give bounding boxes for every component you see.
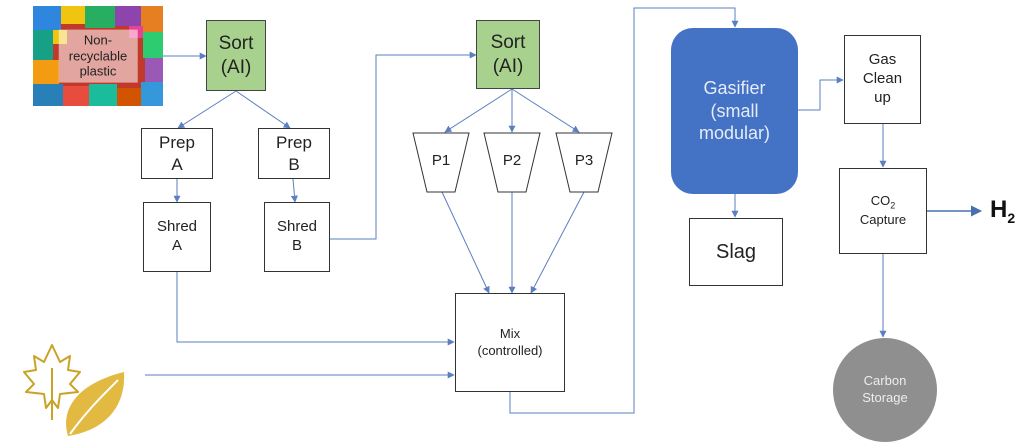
sort-ai-label-2: Sort (AI) (490, 31, 526, 77)
arrow-gasifier-to-cleanup (798, 76, 844, 111)
maple-leaf-icon (23, 344, 81, 420)
gas-cleanup-label: Gas Clean up (862, 51, 903, 106)
arrow-mix-to-gasifier (509, 7, 739, 414)
plastic-waste-image: Non- recyclable plastic (33, 6, 163, 106)
carbon-storage-node: Carbon Storage (833, 338, 937, 442)
hydrogen-output: H2 (990, 196, 1015, 226)
arrow-sort2-to-p3 (511, 88, 580, 133)
shred-a-node: Shred A (143, 202, 211, 272)
arrow-shred-b-to-sort2 (330, 51, 477, 240)
arrow-p1-to-mix (441, 191, 490, 294)
arrow-sort-to-prep-b (235, 90, 291, 129)
mix-node: Mix (controlled) (455, 293, 565, 392)
h2-letter: H (990, 196, 1008, 223)
plastic-label: Non- recyclable plastic (58, 29, 138, 83)
h2-subscript: 2 (1007, 209, 1016, 226)
p1-unit-shape (412, 132, 470, 193)
sort-ai-node-1: Sort (AI) (206, 20, 266, 91)
arrow-sort2-to-p1 (444, 88, 513, 133)
arrow-p3-to-mix (530, 191, 585, 294)
gasifier-node: Gasifier (small modular) (671, 28, 798, 194)
arrow-sort-to-prep-a (177, 90, 237, 129)
prep-b-label: Prep B (276, 133, 312, 174)
p3-unit-shape (555, 132, 613, 193)
prep-a-label: Prep A (159, 133, 195, 174)
co2-subscript: 2 (890, 201, 896, 212)
capture-text: Capture (859, 212, 907, 228)
p1-label: P1 (431, 152, 451, 169)
carbon-storage-label: Carbon Storage (862, 373, 908, 405)
sort-ai-node-2: Sort (AI) (476, 20, 540, 89)
sort-ai-label-1: Sort (AI) (218, 32, 254, 78)
shred-a-label: Shred A (156, 218, 198, 254)
shred-b-label: Shred B (276, 218, 318, 254)
prep-a-node: Prep A (141, 128, 213, 179)
arrow-prep-b-to-shred-b (290, 178, 298, 203)
mix-label: Mix (controlled) (477, 326, 543, 358)
gas-cleanup-node: Gas Clean up (844, 35, 921, 124)
p2-unit-shape (483, 132, 541, 193)
arrow-shred-a-to-mix (176, 272, 455, 346)
slag-node: Slag (689, 218, 783, 286)
prep-b-node: Prep B (258, 128, 330, 179)
slag-label: Slag (715, 240, 757, 263)
co2-text: CO (870, 193, 891, 209)
gasifier-label: Gasifier (small modular) (698, 78, 771, 144)
shred-b-node: Shred B (264, 202, 330, 272)
p3-label: P3 (574, 152, 594, 169)
p2-label: P2 (502, 152, 522, 169)
leaf-icon (66, 372, 125, 436)
